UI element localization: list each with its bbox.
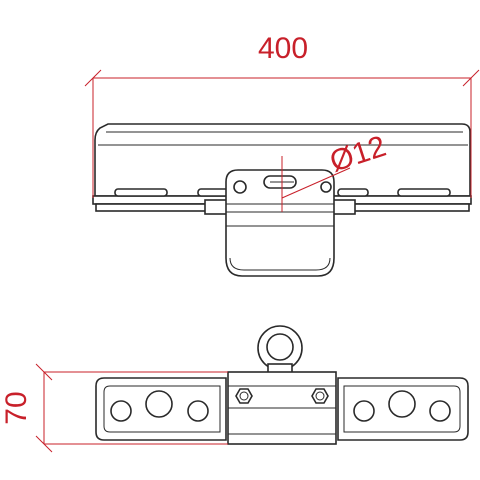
clamp-hole-left (233, 180, 247, 194)
width-dimension: 400 (84, 32, 480, 198)
left-plate-hole-2 (145, 390, 173, 418)
lifting-eye-hole (266, 333, 294, 361)
height-tick-top (35, 363, 53, 381)
clamp-bottom-curve (229, 257, 331, 271)
right-plate-inner (343, 385, 461, 433)
height-dimension: 70 (0, 363, 228, 453)
right-plate-hole-3 (429, 400, 451, 422)
pad-mid-left (197, 188, 229, 197)
left-plate-hole-1 (110, 400, 132, 422)
front-view (95, 325, 469, 445)
clamp-body (225, 169, 335, 277)
clamp-tab-left (204, 199, 228, 215)
right-plate-hole-2 (388, 390, 416, 418)
width-tick-right (462, 69, 480, 87)
left-plate-hole-3 (187, 400, 209, 422)
width-dimension-label: 400 (258, 32, 308, 65)
diameter-leader (281, 167, 351, 199)
nut-left (235, 388, 253, 404)
clamp-hole-right (320, 181, 332, 193)
pad-mid-right (337, 188, 369, 197)
width-tick-left (84, 69, 102, 87)
left-plate-inner (103, 385, 221, 433)
height-tick-bottom (35, 435, 53, 453)
nut-right (311, 388, 329, 404)
clamp-tab-right (332, 199, 356, 215)
right-plate-hole-1 (353, 400, 375, 422)
pad-left (114, 188, 168, 197)
height-dimension-label: 70 (0, 391, 33, 424)
top-view (92, 123, 472, 277)
pad-right (397, 188, 451, 197)
